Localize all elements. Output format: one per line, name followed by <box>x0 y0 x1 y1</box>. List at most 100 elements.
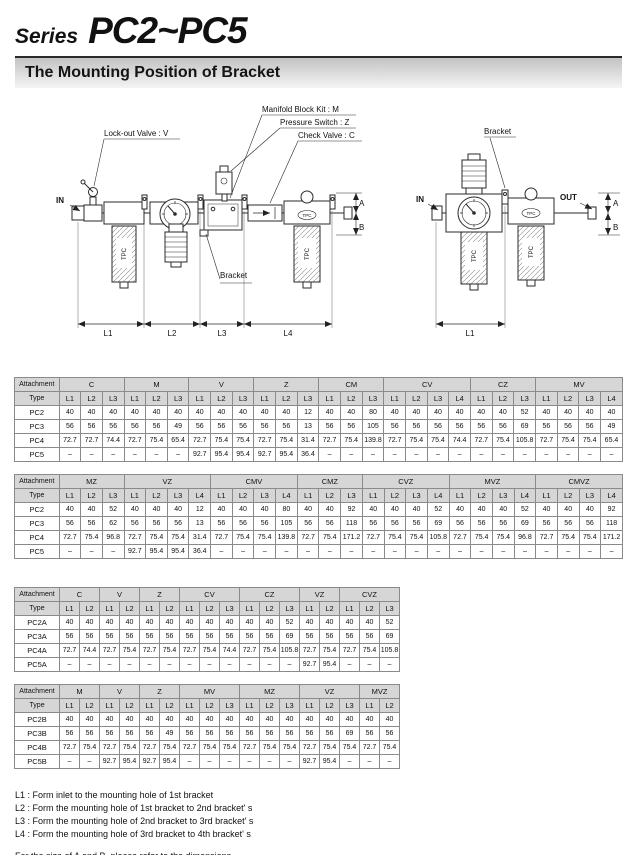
dim-value-cell: 69 <box>379 629 400 644</box>
column-header-l2: L2 <box>556 488 580 503</box>
column-header-l3: L3 <box>166 391 190 406</box>
dim-value-cell: 56 <box>491 419 515 434</box>
dim-value-cell: 56 <box>199 629 220 644</box>
dim-value-cell: 40 <box>405 502 428 517</box>
dim-value-cell: 56 <box>405 516 428 531</box>
column-header-l1: L1 <box>58 391 82 406</box>
dim-value-cell: – <box>210 544 233 559</box>
dim-value-cell: 40 <box>139 712 160 727</box>
dim-value-cell: 56 <box>145 419 168 434</box>
right-assembly <box>69 136 620 328</box>
attachment-group-c: C <box>58 377 125 392</box>
dim-value-cell: 56 <box>319 629 340 644</box>
dim-b-left: B <box>359 223 364 232</box>
dim-value-cell: 139.8 <box>274 530 298 545</box>
column-header-l2: L2 <box>383 488 407 503</box>
dim-value-cell: 56 <box>99 726 120 741</box>
dim-value-cell: 40 <box>119 712 140 727</box>
dim-value-cell: 40 <box>199 712 220 727</box>
dim-value-cell: 40 <box>299 615 320 630</box>
dim-value-cell: 56 <box>578 516 602 531</box>
attachment-header-cell: Attachment <box>14 474 60 489</box>
dim-value-cell: 40 <box>491 502 515 517</box>
dim-value-cell: 92.7 <box>123 544 147 559</box>
dim-value-cell: 56 <box>470 516 493 531</box>
dim-value-cell: 56 <box>259 629 280 644</box>
dim-value-cell: 72.7 <box>239 643 260 658</box>
dim-value-cell: 75.4 <box>470 530 493 545</box>
dim-value-cell: – <box>383 447 407 462</box>
dim-value-cell: – <box>600 544 623 559</box>
dim-value-cell: – <box>101 447 125 462</box>
dim-value-cell: 56 <box>79 629 100 644</box>
dim-value-cell: 74.4 <box>448 433 471 448</box>
tpc-logo: TPC <box>305 247 311 260</box>
attachment-group-cmv: CMV <box>210 474 298 489</box>
dim-value-cell: 40 <box>59 712 80 727</box>
type-header-cell: Type <box>14 391 60 406</box>
dim-value-cell: 92.7 <box>299 754 320 769</box>
sight-dome <box>524 187 538 201</box>
dim-value-cell: – <box>99 657 120 672</box>
column-header-l1: L1 <box>188 391 212 406</box>
dim-value-cell: 171.2 <box>340 530 363 545</box>
dim-value-cell: 56 <box>123 516 147 531</box>
dim-value-cell: 40 <box>405 405 428 420</box>
dim-value-cell: 40 <box>259 712 280 727</box>
dim-l1: L1 <box>104 329 113 338</box>
dim-value-cell: 75.4 <box>319 643 340 658</box>
row-type-cell: PC2B <box>14 712 60 727</box>
dim-value-cell: 80 <box>361 405 385 420</box>
column-header-l3: L3 <box>513 391 537 406</box>
dim-value-cell: – <box>123 447 147 462</box>
dim-value-cell: 118 <box>340 516 363 531</box>
column-header-l2: L2 <box>339 391 363 406</box>
dim-value-cell: 12 <box>188 502 212 517</box>
dim-value-cell: 40 <box>383 405 407 420</box>
dim-value-cell: 105 <box>274 516 298 531</box>
dim-value-cell: 31.4 <box>296 433 320 448</box>
column-header-l1: L1 <box>296 488 320 503</box>
dim-value-cell: 56 <box>139 629 160 644</box>
regulator-unit <box>149 198 199 268</box>
dim-value-cell: 72.7 <box>58 530 82 545</box>
dim-value-cell: 75.4 <box>405 530 428 545</box>
dim-value-cell: – <box>179 657 200 672</box>
note-l1: L1 : Form inlet to the mounting hole of … <box>15 790 214 800</box>
section-title-band: The Mounting Position of Bracket <box>15 56 622 88</box>
dim-value-cell: 72.7 <box>535 530 558 545</box>
dim-value-cell: – <box>166 447 190 462</box>
dim-value-cell: 95.4 <box>145 544 168 559</box>
dim-value-cell: – <box>253 544 276 559</box>
column-header-l1: L1 <box>299 698 320 713</box>
dim-l4: L4 <box>284 329 293 338</box>
attachment-group-cz: CZ <box>239 587 300 602</box>
dim-value-cell: 72.7 <box>359 740 380 755</box>
dim-value-cell: 40 <box>159 615 180 630</box>
dim-value-cell: 92.7 <box>139 754 160 769</box>
dim-value-cell: 75.4 <box>253 530 276 545</box>
dim-value-cell: 56 <box>361 516 385 531</box>
type-header-cell: Type <box>14 488 60 503</box>
dim-value-cell: – <box>556 544 580 559</box>
row-type-cell: PC4B <box>14 740 60 755</box>
dim-value-cell: 40 <box>296 502 320 517</box>
attachment-group-mz: MZ <box>239 684 300 699</box>
column-header-l1: L1 <box>99 698 120 713</box>
dim-value-cell: – <box>491 544 515 559</box>
series-title: PC2~PC5 <box>88 10 248 51</box>
column-header-l1: L1 <box>535 391 558 406</box>
dim-value-cell: 40 <box>99 615 120 630</box>
dim-value-cell: 75.4 <box>119 740 140 755</box>
dim-value-cell: 40 <box>361 502 385 517</box>
attachment-group-mv: MV <box>179 684 240 699</box>
inlet-fitting <box>71 205 85 221</box>
dim-value-cell: 56 <box>299 629 320 644</box>
dim-value-cell: 72.7 <box>210 530 233 545</box>
